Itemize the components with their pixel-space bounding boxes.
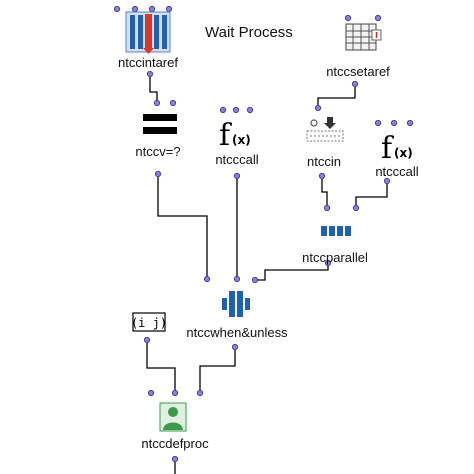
wire-parallel-to-when[interactable] <box>255 263 329 281</box>
equals-icon <box>143 114 177 134</box>
inlet[interactable] <box>246 106 254 114</box>
inlet[interactable] <box>390 119 398 127</box>
wire-call2-to-parallel[interactable] <box>355 181 388 207</box>
inlet[interactable] <box>153 99 161 107</box>
ntccin-box[interactable] <box>306 104 344 180</box>
input-arrows-icon <box>306 117 344 142</box>
box-label-ntccdefproc: ntccdefproc <box>141 436 209 451</box>
ntcccall-box-2[interactable]: f (x) <box>374 119 414 185</box>
ntcccall-box-1[interactable]: f (x) <box>219 106 254 180</box>
function-icon: f (x) <box>381 131 413 166</box>
inlet[interactable] <box>171 389 179 397</box>
outlet[interactable] <box>383 177 391 185</box>
wire-intaref-to-ntccv[interactable] <box>149 74 158 103</box>
inlet[interactable] <box>148 5 156 13</box>
function-glyph: f <box>381 131 394 166</box>
inlet[interactable] <box>219 106 227 114</box>
function-arg: (x) <box>394 146 413 160</box>
inlet[interactable] <box>233 275 241 283</box>
outlet[interactable] <box>231 343 239 351</box>
inlet[interactable] <box>113 5 121 13</box>
outlet[interactable] <box>154 170 162 178</box>
box-label-ntccv: ntccv=? <box>135 144 181 159</box>
function-icon: f (x) <box>219 118 251 153</box>
box-label-ntcccall-2: ntcccall <box>375 164 419 179</box>
wire-when-to-defproc[interactable] <box>199 347 236 393</box>
connections <box>146 74 388 474</box>
inlet[interactable] <box>232 106 240 114</box>
wire-ntccin-to-parallel[interactable] <box>321 176 328 207</box>
inlet[interactable] <box>406 119 414 127</box>
inlet[interactable] <box>352 204 360 212</box>
outlet[interactable] <box>351 80 359 88</box>
box-label-ntccin: ntccin <box>307 154 341 169</box>
ntccintaref-box[interactable] <box>113 5 173 78</box>
box-label-ntccintaref: ntccintaref <box>118 55 178 70</box>
parallel-bars-icon <box>321 226 351 236</box>
inlet[interactable] <box>344 14 352 22</box>
grid-table-icon <box>345 23 382 51</box>
person-icon <box>159 402 187 432</box>
ntccparallel-box[interactable] <box>321 204 360 267</box>
list-box[interactable]: (i j) <box>131 312 167 344</box>
inlet[interactable] <box>169 99 177 107</box>
box-label-ntcccall-1: ntcccall <box>215 152 259 167</box>
inlet[interactable] <box>165 5 173 13</box>
inlet[interactable] <box>196 389 204 397</box>
ntccsetaref-box[interactable] <box>344 14 382 88</box>
outlet[interactable] <box>143 336 151 344</box>
outlet[interactable] <box>318 172 326 180</box>
when-unless-icon <box>222 291 250 317</box>
function-arg: (x) <box>232 133 251 147</box>
list-text: (i j) <box>131 316 167 330</box>
wire-list-to-defproc[interactable] <box>146 340 176 393</box>
inlet[interactable] <box>374 14 382 22</box>
outlet[interactable] <box>146 70 154 78</box>
ntccwhen-box[interactable] <box>203 275 259 351</box>
inlet[interactable] <box>147 389 155 397</box>
inlet[interactable] <box>374 119 382 127</box>
inlet[interactable] <box>203 275 211 283</box>
patch-title: Wait Process <box>205 24 293 41</box>
ntccdefproc-box[interactable] <box>147 389 204 463</box>
inlet[interactable] <box>323 204 331 212</box>
inlet[interactable] <box>314 104 322 112</box>
outlet[interactable] <box>324 259 332 267</box>
wire-ntccv-to-when[interactable] <box>157 174 208 278</box>
outlet[interactable] <box>233 172 241 180</box>
table-bars-icon <box>125 11 171 54</box>
ntccv-box[interactable] <box>143 99 177 178</box>
inlet[interactable] <box>251 276 259 284</box>
inlet[interactable] <box>131 5 139 13</box>
outlet[interactable] <box>171 455 179 463</box>
wire-setaref-to-ntccin[interactable] <box>317 84 356 108</box>
box-label-ntccwhen: ntccwhen&unless <box>186 325 288 340</box>
box-label-ntccparallel: ntccparallel <box>302 250 368 265</box>
box-label-ntccsetaref: ntccsetaref <box>326 64 390 79</box>
function-glyph: f <box>219 118 232 153</box>
